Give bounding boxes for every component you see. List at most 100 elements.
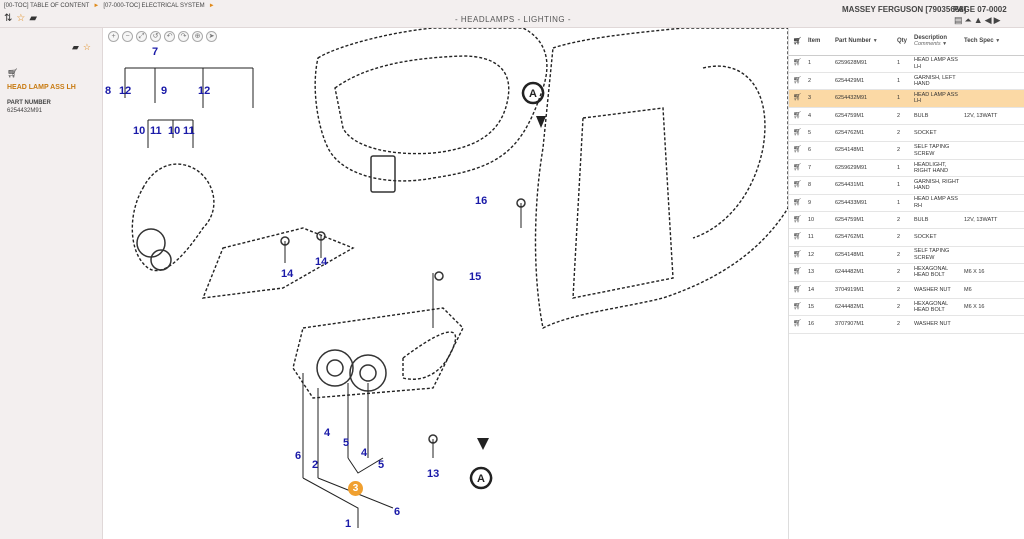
comment-icon[interactable]: ▰ [29,13,38,24]
cart-icon[interactable]: 🛒︎ [789,211,806,230]
callout-4[interactable]: 4 [361,447,368,459]
cell-qty: 2 [895,281,912,299]
cart-icon[interactable]: 🛒︎ [789,89,806,108]
callout-5[interactable]: 5 [343,437,350,449]
cell-tech-spec [962,228,1024,247]
pointer-icon[interactable]: ➤ [206,31,217,42]
cell-qty: 2 [895,246,912,265]
fit-icon[interactable]: ⤢ [136,31,147,42]
breadcrumb-toc[interactable]: [00-TOC] TABLE OF CONTENT [4,3,90,9]
callout-10[interactable]: 10 [133,125,146,137]
cell-item: 6 [806,141,833,160]
callout-11[interactable]: 11 [150,125,162,137]
reset-icon[interactable]: ↺ [150,31,161,42]
print-icon[interactable]: ▤ [954,15,963,25]
callout-12[interactable]: 12 [198,85,211,97]
callout-6[interactable]: 6 [394,506,401,518]
first-page-icon[interactable]: ⏶ [964,15,972,25]
parts-diagram[interactable]: + − ⤢ ↺ ↶ ↷ ⊕ ➤ 7 8 12 9 12 10 11 10 11 … [103,28,788,539]
cell-part-number: 6254429M1 [833,72,895,91]
callout-7[interactable]: 7 [152,46,159,58]
callout-6[interactable]: 6 [295,450,302,462]
column-tech-spec[interactable]: Tech Spec ▼ [962,28,1024,56]
column-part-number[interactable]: Part Number ▼ [833,28,895,56]
cart-icon[interactable]: 🛒︎ [789,55,806,73]
callout-11[interactable]: 11 [183,125,195,137]
rotate-right-icon[interactable]: ↷ [178,31,189,42]
cart-icon[interactable]: 🛒︎ [789,28,806,56]
rotate-left-icon[interactable]: ↶ [164,31,175,42]
cart-icon[interactable]: 🛒︎ [789,124,806,143]
next-icon[interactable]: ▶ [993,15,1001,25]
star-icon[interactable]: ☆ [82,42,91,52]
top-toolbar: ⇅ ☆ ▰ [4,14,37,24]
cart-icon[interactable]: 🛒︎ [789,315,806,334]
cart-icon[interactable]: 🛒︎ [7,68,19,78]
cart-icon[interactable]: 🛒︎ [789,298,806,317]
previous-icon[interactable]: ◀ [984,15,992,25]
cart-icon[interactable]: 🛒︎ [789,246,806,265]
filter-icon[interactable]: ▼ [942,41,948,48]
cell-qty: 2 [895,211,912,230]
callout-16[interactable]: 16 [475,195,488,207]
cart-icon[interactable]: 🛒︎ [789,263,806,282]
zoom-in-icon[interactable]: + [108,31,119,42]
center-icon[interactable]: ⊕ [192,31,203,42]
callout-9[interactable]: 9 [161,85,168,97]
callout-14[interactable]: 14 [281,268,294,280]
callout-2[interactable]: 2 [312,459,319,471]
comment-icon[interactable]: ▰ [72,42,79,52]
cart-icon[interactable]: 🛒︎ [789,194,806,213]
callout-15[interactable]: 15 [469,271,482,283]
callout-1[interactable]: 1 [345,518,352,530]
cart-icon[interactable]: 🛒︎ [789,141,806,160]
callout-8[interactable]: 8 [105,85,112,97]
cell-description: SOCKET [912,228,962,247]
callout-5[interactable]: 5 [378,459,385,471]
zoom-out-icon[interactable]: − [122,31,133,42]
callout-10[interactable]: 10 [168,125,181,137]
cell-part-number: 6254759M1 [833,211,895,230]
callout-13[interactable]: 13 [427,468,440,480]
breadcrumb-electrical[interactable]: [07-000-TOC] ELECTRICAL SYSTEM [103,3,205,9]
cart-icon[interactable]: 🛒︎ [789,281,806,299]
callout-12[interactable]: 12 [119,85,132,97]
cell-qty: 1 [895,194,912,213]
cell-qty: 2 [895,124,912,143]
cart-icon[interactable]: 🛒︎ [789,72,806,91]
cart-icon[interactable]: 🛒︎ [789,176,806,195]
cell-qty: 2 [895,141,912,160]
sort-icon[interactable]: ⇅ [4,13,13,24]
cart-icon[interactable]: 🛒︎ [789,107,806,126]
filter-icon[interactable]: ▼ [995,38,1001,45]
column-qty[interactable]: Qty [895,28,912,56]
filter-icon[interactable]: ▼ [872,38,878,45]
up-icon[interactable]: ▲ [973,15,983,25]
callout-4[interactable]: 4 [324,427,331,439]
column-item[interactable]: Item [806,28,833,56]
callout-3-selected[interactable]: 3 [348,481,363,496]
cart-icon[interactable]: 🛒︎ [789,228,806,247]
cell-item: 9 [806,194,833,213]
callout-14[interactable]: 14 [315,256,328,268]
cart-icon[interactable]: 🛒︎ [789,159,806,178]
star-icon[interactable]: ☆ [16,13,26,24]
cell-part-number: 6254148M1 [833,141,895,160]
